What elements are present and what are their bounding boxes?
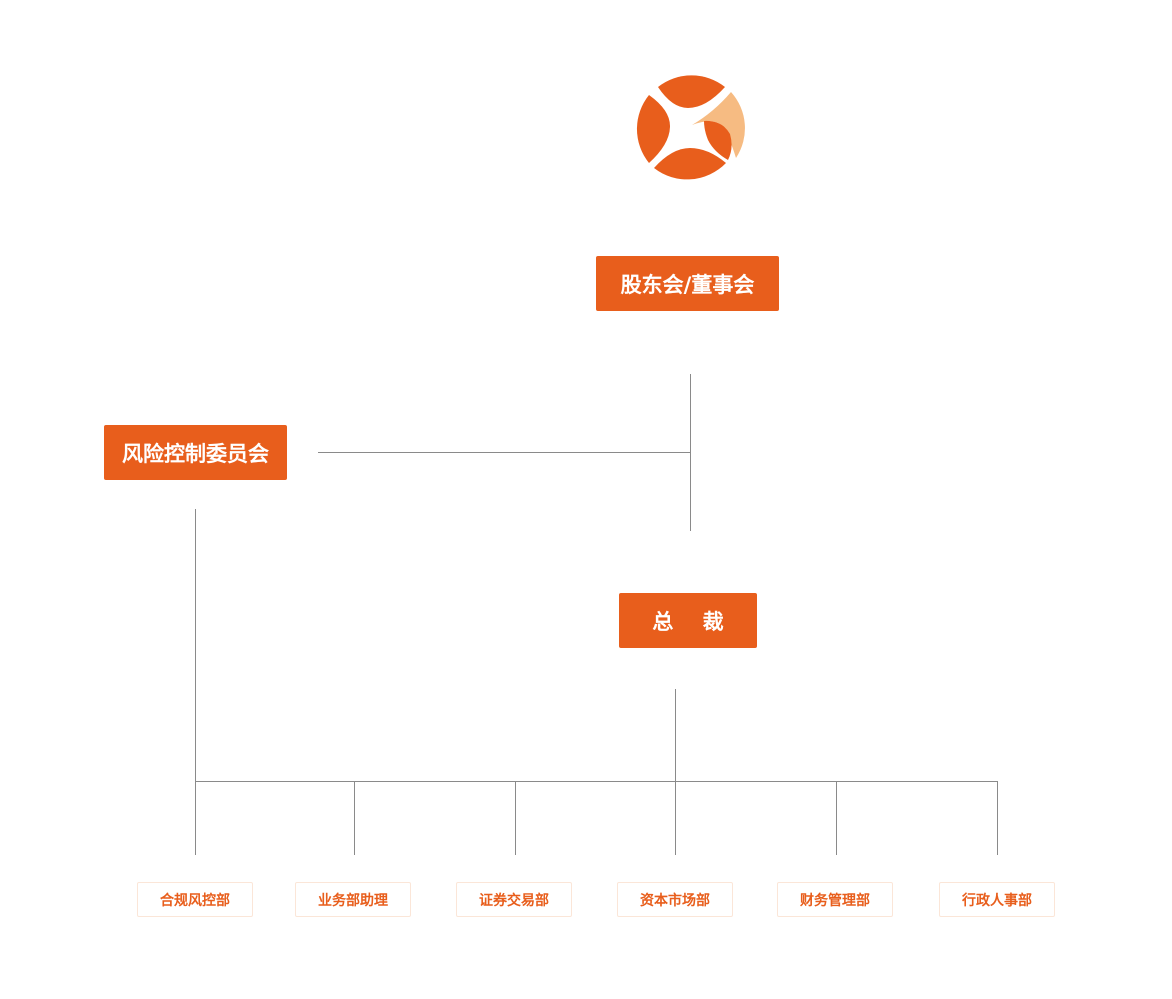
connector-board-to-president xyxy=(690,374,691,531)
department-label: 资本市场部 xyxy=(640,892,710,909)
department-compliance-risk: 合规风控部 xyxy=(137,882,253,917)
connector-departments-bus xyxy=(195,781,998,782)
department-label: 业务部助理 xyxy=(318,892,388,909)
risk-committee-label: 风险控制委员会 xyxy=(122,441,269,466)
department-admin-hr: 行政人事部 xyxy=(939,882,1055,917)
connector-risk-to-main xyxy=(318,452,690,453)
department-business-assistant: 业务部助理 xyxy=(295,882,411,917)
connector-risk-down xyxy=(195,509,196,855)
department-label: 行政人事部 xyxy=(962,892,1032,909)
department-label: 合规风控部 xyxy=(160,892,230,909)
connector-dept-5 xyxy=(836,781,837,855)
department-finance: 财务管理部 xyxy=(777,882,893,917)
board-of-shareholders-directors-box: 股东会/董事会 xyxy=(596,256,779,311)
president-box: 总 裁 xyxy=(619,593,757,648)
department-label: 证券交易部 xyxy=(479,892,549,909)
connector-dept-6 xyxy=(997,781,998,855)
connector-president-down xyxy=(675,689,676,782)
risk-control-committee-box: 风险控制委员会 xyxy=(104,425,287,480)
connector-dept-2 xyxy=(354,781,355,855)
board-label: 股东会/董事会 xyxy=(620,272,755,297)
department-capital-markets: 资本市场部 xyxy=(617,882,733,917)
connector-dept-4 xyxy=(675,781,676,855)
company-logo-icon xyxy=(636,75,745,180)
connector-dept-3 xyxy=(515,781,516,855)
president-label: 总 裁 xyxy=(652,609,724,634)
department-securities-trading: 证券交易部 xyxy=(456,882,572,917)
department-label: 财务管理部 xyxy=(800,892,870,909)
